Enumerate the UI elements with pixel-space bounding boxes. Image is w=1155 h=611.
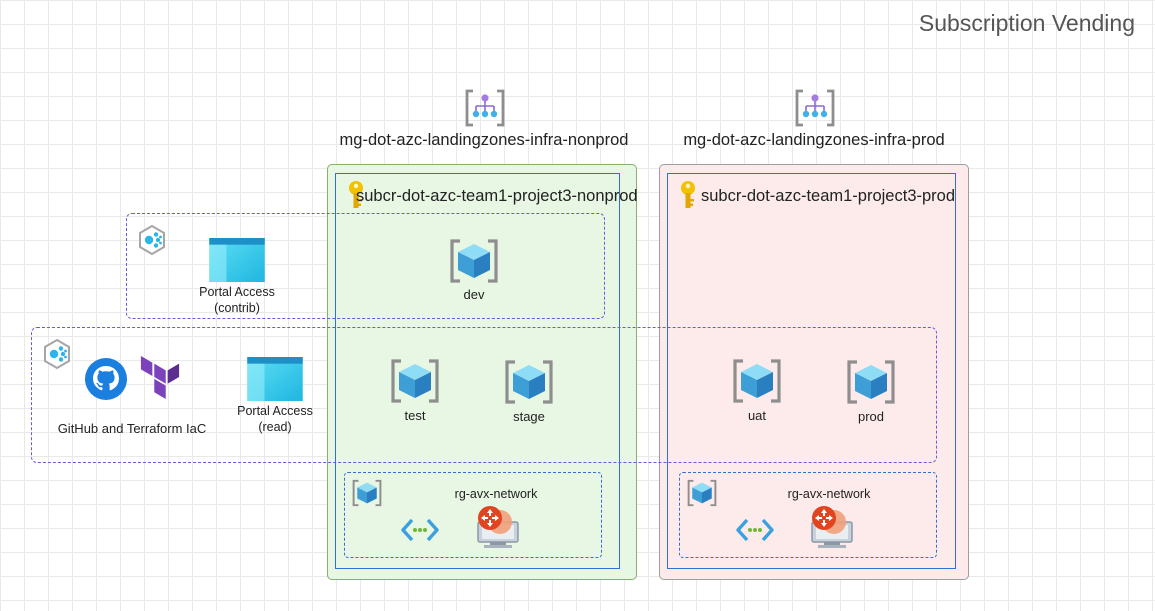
- env-label-prod: prod: [857, 409, 885, 424]
- network-rg-prod-boundary[interactable]: [679, 472, 937, 558]
- resource-group-cube-icon: [351, 479, 383, 507]
- network-gateway-icon: [804, 504, 860, 550]
- resource-group-cube-icon: [686, 479, 718, 507]
- portal-access-read-label: Portal Access (read): [237, 404, 313, 434]
- resource-group-cube-icon[interactable]: [731, 358, 783, 404]
- network-rg-prod-label: rg-avx-network: [787, 487, 871, 501]
- access-group-read-boundary[interactable]: [31, 327, 937, 463]
- github-icon: [84, 357, 128, 401]
- subscription-nonprod-scope: [335, 173, 620, 569]
- env-label-dev: dev: [463, 287, 485, 302]
- portal-window-icon: [209, 238, 265, 282]
- mg-label-prod: mg-dot-azc-landingzones-infra-prod: [683, 131, 945, 149]
- virtual-network-icon: [734, 515, 776, 545]
- resource-group-cube-icon[interactable]: [389, 358, 441, 404]
- resource-group-cube-icon[interactable]: [845, 359, 897, 405]
- resource-group-cube-icon[interactable]: [448, 238, 500, 284]
- group-icon: [41, 338, 73, 370]
- subscription-prod-name: subcr-dot-azc-team1-project3-prod: [701, 187, 956, 205]
- diagram-title: Subscription Vending: [918, 10, 1135, 36]
- management-group-icon: [463, 88, 507, 128]
- key-icon: [677, 180, 699, 210]
- network-rg-nonprod-boundary[interactable]: [344, 472, 602, 558]
- subscription-prod-container[interactable]: [659, 164, 969, 580]
- env-label-uat: uat: [747, 408, 767, 423]
- access-group-contrib-boundary[interactable]: [126, 213, 605, 319]
- mg-label-nonprod: mg-dot-azc-landingzones-infra-nonprod: [339, 131, 629, 149]
- network-gateway-icon: [470, 504, 526, 550]
- terraform-icon: [139, 355, 181, 399]
- iac-label: GitHub and Terraform IaC: [57, 421, 207, 436]
- group-icon: [136, 224, 168, 256]
- subscription-prod-scope: [667, 173, 956, 569]
- portal-window-icon: [247, 357, 303, 401]
- portal-access-contrib-label: Portal Access (contrib): [199, 285, 275, 315]
- subscription-nonprod-name: subcr-dot-azc-team1-project3-nonprod: [356, 187, 638, 205]
- network-rg-nonprod-label: rg-avx-network: [454, 487, 538, 501]
- env-label-test: test: [404, 408, 426, 423]
- env-label-stage: stage: [513, 409, 545, 424]
- virtual-network-icon: [399, 515, 441, 545]
- management-group-icon: [793, 88, 837, 128]
- resource-group-cube-icon[interactable]: [503, 359, 555, 405]
